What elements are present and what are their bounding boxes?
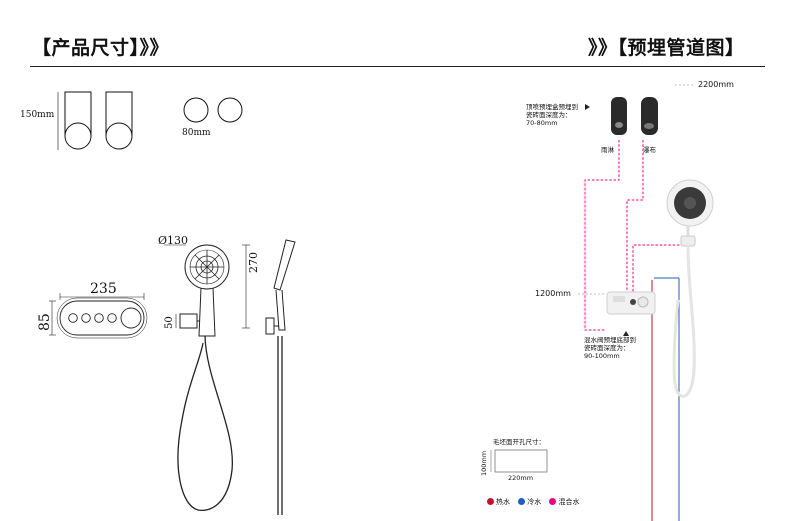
height-1200-label: 1200mm: [535, 289, 571, 298]
opening-width-label: 220mm: [508, 474, 534, 482]
valve-box-note: 混水阀预埋底部到 瓷砖面深度为： 90-100mm: [584, 336, 636, 360]
rain-label: 雨淋: [601, 146, 614, 154]
opening-height-label: 100mm: [480, 450, 488, 476]
waterfall-label: 瀑布: [643, 146, 656, 154]
height-270-label: 270: [247, 252, 260, 273]
hand-shower-front-view: [164, 244, 250, 511]
valve-diameter-label: 80mm: [182, 128, 211, 138]
mixed-dot-icon: [549, 498, 557, 505]
legend-cold: 冷水: [518, 498, 541, 506]
pipe-legend: 热水 冷水 混合水: [487, 498, 579, 506]
height-85-label: 85: [37, 313, 53, 331]
head-diameter-label: Ø130: [158, 234, 189, 247]
hand-shower-side-view: [265, 239, 296, 515]
product-size-title: 【产品尺寸】》》: [32, 37, 170, 59]
legend-hot: 热水: [487, 498, 510, 506]
ceiling-box-note: 顶喷预埋盒预埋到 瓷砖面深度为： 70-80mm: [526, 103, 578, 127]
round-valves-top-view: [183, 97, 243, 123]
header-divider: [30, 66, 765, 67]
piping-drawing: [490, 84, 714, 521]
head-height-label: 150mm: [20, 110, 55, 120]
legend-mixed: 混合水: [549, 498, 579, 506]
cold-dot-icon: [518, 498, 526, 505]
height-2200-label: 2200mm: [698, 80, 734, 89]
opening-title: 毛坯面开孔尺寸：: [493, 438, 545, 446]
height-50-label: 50: [164, 316, 175, 329]
control-panel-drawing: [49, 293, 148, 339]
head-shower-top-views: [57, 91, 133, 150]
width-235-label: 235: [90, 281, 117, 297]
piping-diagram-title: 》》【预埋管道图】: [588, 37, 745, 59]
hot-dot-icon: [487, 498, 494, 505]
